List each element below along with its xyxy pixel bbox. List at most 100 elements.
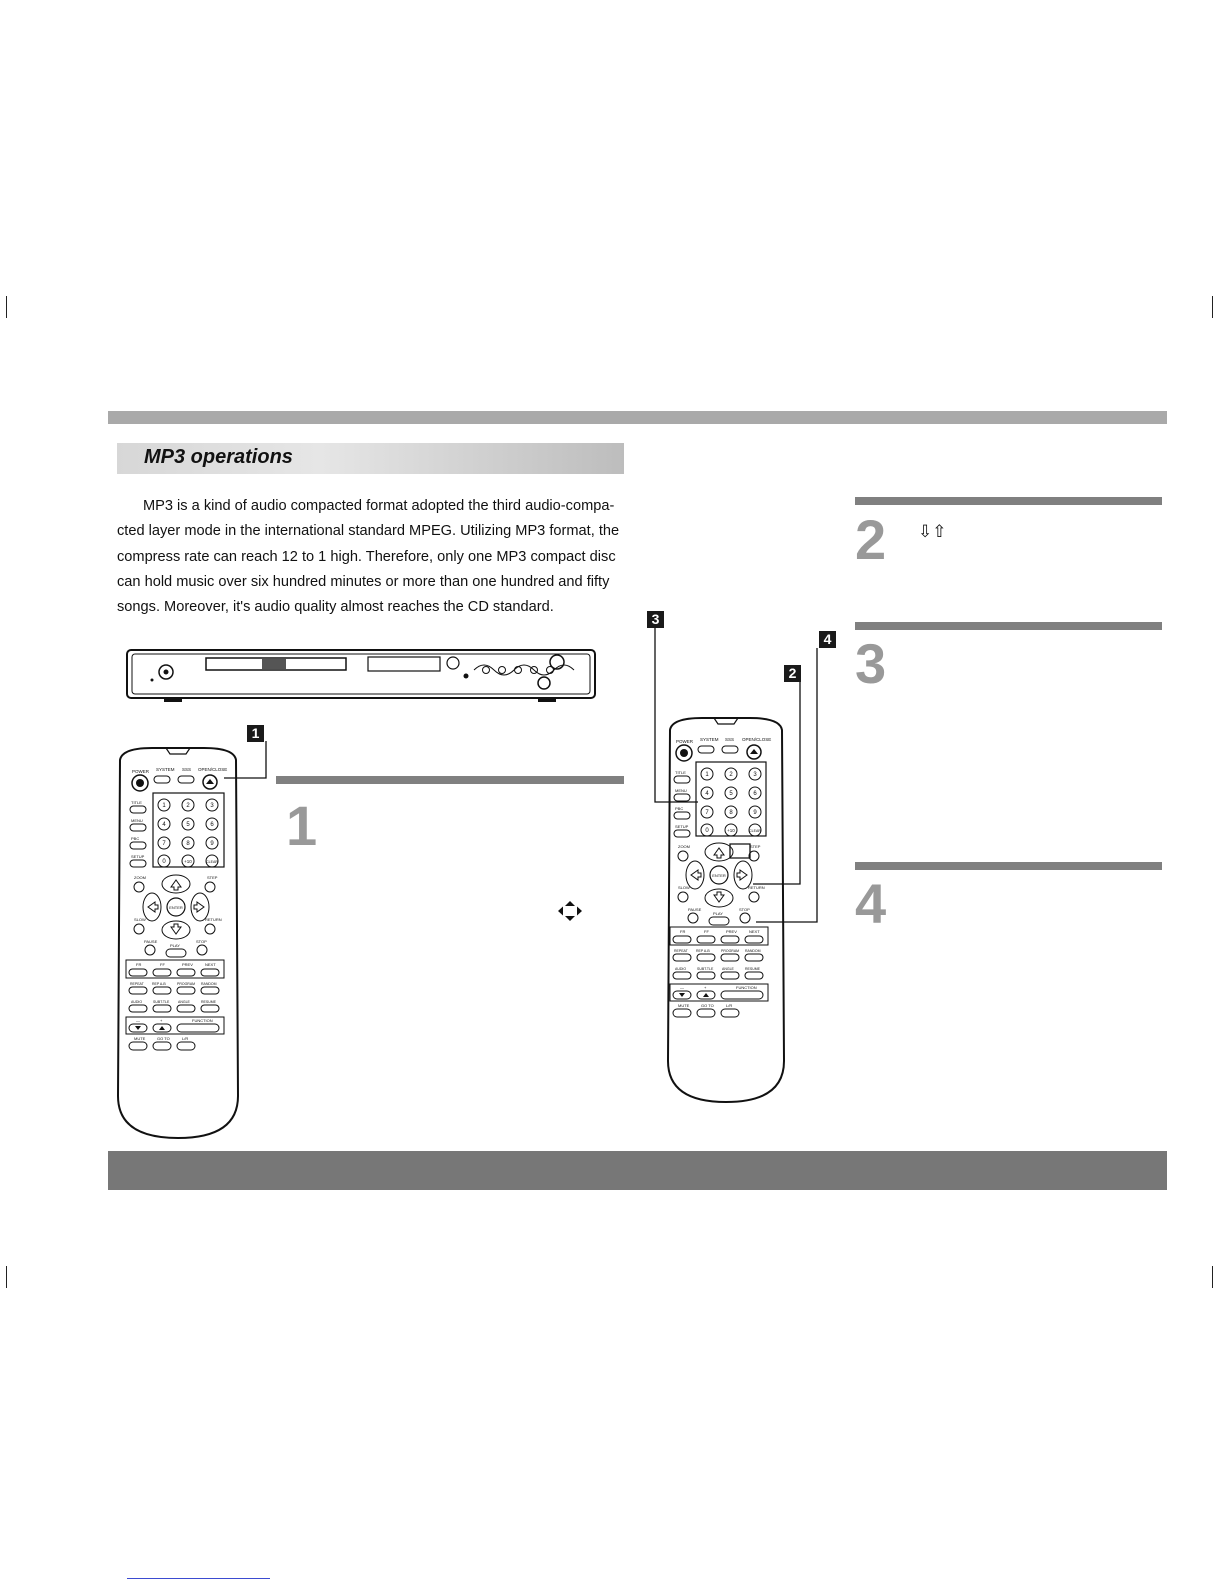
volume-down-icon <box>135 1026 141 1030</box>
crop-mark-right-top <box>1212 296 1213 318</box>
down-arrow-icon <box>170 923 182 935</box>
prev-label: PREV <box>726 929 737 934</box>
lr-label: L/R <box>182 1036 188 1041</box>
key-7: 7 <box>162 841 166 847</box>
ff-label: FF <box>704 929 709 934</box>
ff-label: FF <box>160 962 165 967</box>
eject-icon <box>750 749 758 754</box>
repeat-label: REPEAT <box>674 949 689 953</box>
subtitle-label: SUBT.TLE <box>153 1000 170 1004</box>
leader-lines-right <box>654 628 818 923</box>
step-1-number: 1 <box>286 794 318 857</box>
sss-label: SSS <box>725 737 734 742</box>
return-label: RETURN <box>205 917 222 922</box>
key-2: 2 <box>186 803 190 809</box>
enter-label: ENTER <box>169 905 183 910</box>
callout-3: 3 <box>647 611 664 628</box>
key-6: 6 <box>210 822 214 828</box>
key-3: 3 <box>753 772 757 778</box>
plus-label: + <box>160 1018 163 1023</box>
display-window <box>367 656 441 672</box>
leader-line-1 <box>224 741 267 779</box>
enter-label: ENTER <box>712 873 726 878</box>
minus-label: — <box>136 1018 140 1023</box>
key-plus10: +10 <box>727 828 735 833</box>
key-4: 4 <box>162 822 166 828</box>
fr-label: FR <box>680 929 685 934</box>
function-label: FUNCTION <box>192 1018 213 1023</box>
key-2: 2 <box>729 772 733 778</box>
intro-line: songs. Moreover, it's audio quality almo… <box>117 599 554 616</box>
eject-icon <box>206 779 214 784</box>
slow-label: SLOW <box>678 885 690 890</box>
key-clear: CLEAR <box>206 860 218 864</box>
footer-band <box>108 1151 1167 1190</box>
down-arrow-icon <box>713 891 725 903</box>
function-label: FUNCTION <box>736 985 757 990</box>
intro-paragraph: MP3 is a kind of audio compacted format … <box>117 494 637 620</box>
power-icon <box>158 664 174 680</box>
step-label: STEP <box>207 875 218 880</box>
plus-label: + <box>704 985 707 990</box>
step-2-bar <box>855 497 1162 505</box>
power-icon <box>136 779 144 787</box>
pbc-label: PBC <box>131 836 139 841</box>
setup-label: SETUP <box>675 824 689 829</box>
section-title-bar: MP3 operations <box>117 443 624 474</box>
intro-line: cted layer mode in the international sta… <box>117 523 620 540</box>
next-label: NEXT <box>749 929 760 934</box>
key-clear: CLEAR <box>749 829 761 833</box>
stop-label: STOP <box>739 907 750 912</box>
intro-line: MP3 is a kind of audio compacted format … <box>143 498 615 514</box>
repeat-label: REPEAT <box>130 982 145 986</box>
power-label: POWER <box>676 739 694 744</box>
remote-control-right: POWER SYSTEM SSS OPEN/CLOSE TITLE MENU P… <box>666 717 786 1104</box>
callout-1: 1 <box>247 725 264 742</box>
left-arrow-icon <box>690 869 702 881</box>
section-title: MP3 operations <box>144 446 293 468</box>
stop-label: STOP <box>196 939 207 944</box>
header-band <box>108 411 1167 424</box>
callout-2: 2 <box>784 665 801 682</box>
rep-ab-label: REP A-B <box>152 982 166 986</box>
slow-label: SLOW <box>134 917 146 922</box>
setup-label: SETUP <box>131 854 145 859</box>
key-0: 0 <box>162 859 166 865</box>
remote-control-left: POWER SYSTEM SSS OPEN/CLOSE TITLE MENU P… <box>116 747 240 1140</box>
zoom-label: ZOOM <box>678 844 690 849</box>
resume-label: RESUME <box>745 967 761 971</box>
return-label: RETURN <box>748 885 765 890</box>
mute-label: MUTE <box>134 1036 146 1041</box>
volume-down-icon <box>679 993 685 997</box>
menu-label: MENU <box>675 788 687 793</box>
right-arrow-icon <box>736 869 748 881</box>
subtitle-label: SUBT.TLE <box>697 967 714 971</box>
crop-mark-right-bottom <box>1212 1266 1213 1288</box>
open-close-label: OPEN/CLOSE <box>198 767 227 772</box>
pause-label: PAUSE <box>144 939 158 944</box>
intro-line: compress rate can reach 12 to 1 high. Th… <box>117 548 616 565</box>
up-arrow-icon <box>170 879 182 891</box>
step-2-number: 2 <box>855 508 887 571</box>
minus-label: — <box>680 985 684 990</box>
random-label: RANDOM <box>745 949 761 953</box>
key-5: 5 <box>729 791 733 797</box>
pause-label: PAUSE <box>688 907 702 912</box>
key-9: 9 <box>753 810 757 816</box>
program-label: PROGRAM <box>177 982 195 986</box>
menu-label: MENU <box>131 818 143 823</box>
play-label: PLAY <box>713 911 723 916</box>
key-0: 0 <box>705 828 709 834</box>
up-arrow-icon <box>713 847 725 859</box>
dvd-player-illustration <box>126 649 596 702</box>
disc-tray <box>205 657 347 671</box>
rep-ab-label: REP A-B <box>696 949 710 953</box>
key-plus10: +10 <box>184 859 192 864</box>
volume-up-icon <box>159 1026 165 1030</box>
step-1-bar <box>276 776 624 784</box>
system-label: SYSTEM <box>700 737 719 742</box>
callout-4: 4 <box>819 631 836 648</box>
audio-label: AUDIO <box>675 967 686 971</box>
key-1: 1 <box>162 803 166 809</box>
mute-label: MUTE <box>678 1003 690 1008</box>
